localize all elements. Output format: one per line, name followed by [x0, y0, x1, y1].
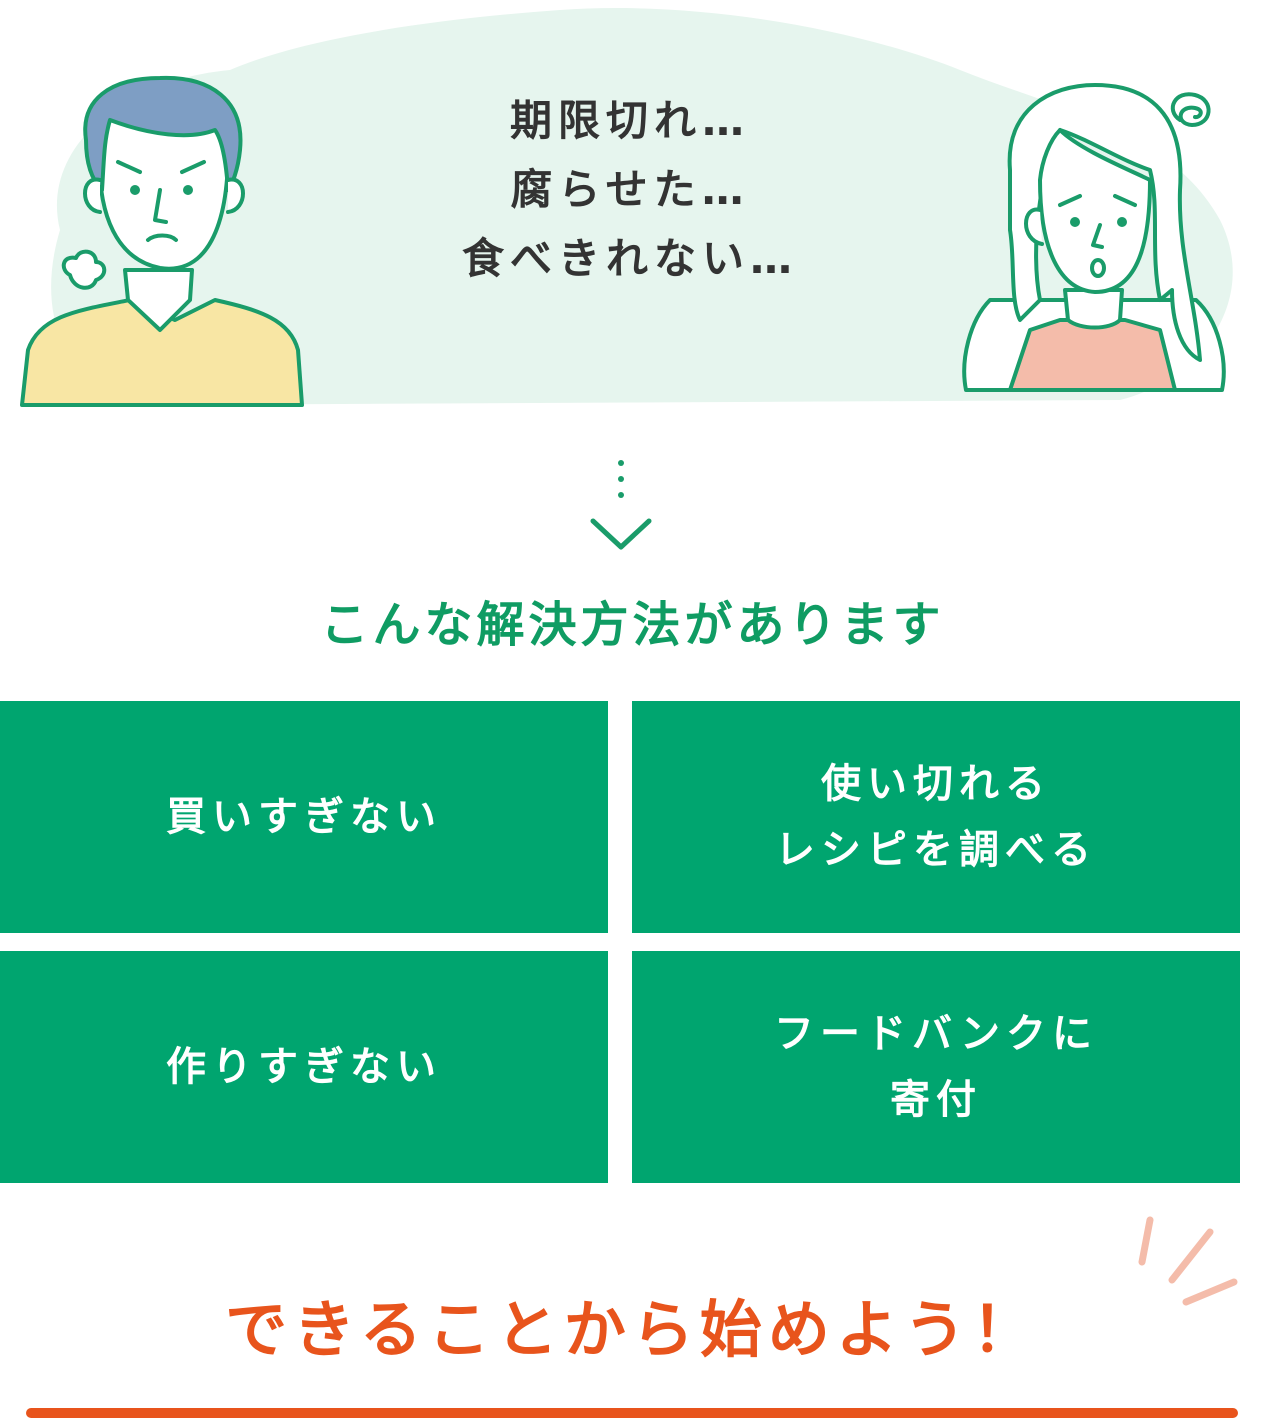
solutions-heading: こんな解決方法があります [320, 597, 945, 653]
call-to-action: できることから始めよう！ [225, 1293, 1040, 1366]
solution-tile-label: 買いすぎない [166, 794, 442, 840]
worry-line-leftover: 食べきれない… [461, 234, 798, 283]
worry-line-spoiled: 腐らせた… [510, 165, 750, 214]
worry-line-expired: 期限切れ… [509, 96, 750, 145]
solution-tile-label: 寄付 [890, 1077, 982, 1123]
solution-tile-label: 使い切れる [821, 761, 1051, 807]
man-sighing-icon [20, 75, 304, 407]
sparkle-lines-icon [1138, 1216, 1238, 1306]
worry-scene: 期限切れ… 腐らせた… 食べきれない… [0, 0, 1265, 420]
worry-illustration [20, 8, 1233, 407]
solution-tile-dont-overcook: 作りすぎない [0, 951, 608, 1183]
solution-tile-food-bank: フードバンクに 寄付 [632, 951, 1240, 1183]
worry-text-block: 期限切れ… 腐らせた… 食べきれない… [360, 86, 900, 293]
cta-underline [26, 1408, 1238, 1418]
solution-tile-label: フードバンクに [774, 1011, 1098, 1057]
dotted-down-arrow-icon [590, 460, 652, 550]
solution-tile-recipes: 使い切れる レシピを調べる [632, 701, 1240, 933]
solution-tile-label: レシピを調べる [775, 827, 1097, 873]
solution-tile-dont-overbuy: 買いすぎない [0, 701, 608, 933]
woman-worried-icon [962, 83, 1226, 392]
solution-tile-label: 作りすぎない [166, 1044, 442, 1090]
thought-cloud [51, 8, 1233, 405]
